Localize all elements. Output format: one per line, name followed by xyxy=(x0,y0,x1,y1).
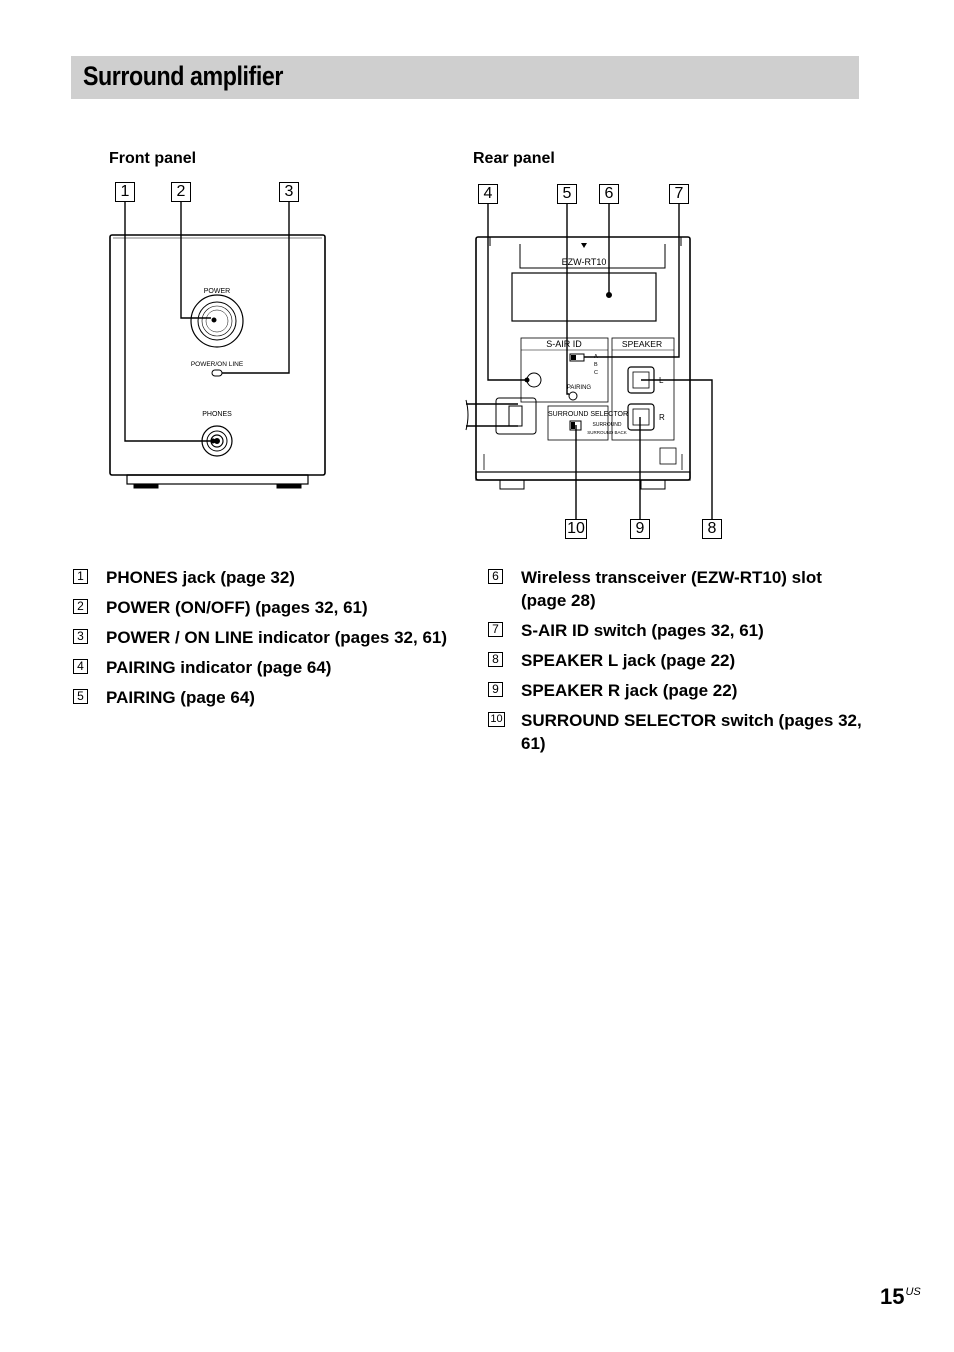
list-item: 1 PHONES jack (page 32) xyxy=(71,566,451,589)
item-number: 7 xyxy=(488,622,503,637)
jack-r-label: R xyxy=(659,413,665,422)
rear-panel-drawing xyxy=(465,204,713,519)
callout-7: 7 xyxy=(669,184,689,204)
item-number: 2 xyxy=(73,599,88,614)
callout-10: 10 xyxy=(565,519,587,539)
callout-5: 5 xyxy=(557,184,577,204)
list-item: 7 S-AIR ID switch (pages 32, 61) xyxy=(486,619,866,642)
list-item: 8 SPEAKER L jack (page 22) xyxy=(486,649,866,672)
callout-3: 3 xyxy=(279,182,299,202)
item-text: SPEAKER R jack (page 22) xyxy=(521,681,738,700)
page-title: Surround amplifier xyxy=(83,61,283,91)
front-panel-heading: Front panel xyxy=(109,150,197,167)
item-text: PHONES jack (page 32) xyxy=(106,568,295,587)
item-text: POWER / ON LINE indicator (pages 32, 61) xyxy=(106,628,448,647)
amplifier-diagram: POWER POWER/ON LINE PHONES xyxy=(109,202,713,519)
item-number: 5 xyxy=(73,689,88,704)
slot-label: EZW-RT10 xyxy=(562,257,607,267)
rear-panel-heading: Rear panel xyxy=(473,150,555,167)
power-label: POWER xyxy=(204,288,230,295)
section-title-bar: Surround amplifier xyxy=(71,56,859,99)
item-text: PAIRING (page 64) xyxy=(106,688,255,707)
item-number: 4 xyxy=(73,659,88,674)
item-number: 9 xyxy=(488,682,503,697)
callout-6: 6 xyxy=(599,184,619,204)
sair-id-label: S-AIR ID xyxy=(546,339,582,349)
list-item: 10 SURROUND SELECTOR switch (pages 32, 61… xyxy=(486,709,866,755)
callout-9: 9 xyxy=(630,519,650,539)
page-suffix: US xyxy=(905,1286,921,1298)
surround-back-label: SURROUND BACK xyxy=(587,430,627,435)
item-text: PAIRING indicator (page 64) xyxy=(106,658,332,677)
item-number: 10 xyxy=(488,712,505,727)
item-text: S-AIR ID switch (pages 32, 61) xyxy=(521,621,764,640)
item-text: Wireless transceiver (EZW-RT10) slot (pa… xyxy=(521,568,822,610)
list-item: 4 PAIRING indicator (page 64) xyxy=(71,656,451,679)
list-item: 9 SPEAKER R jack (page 22) xyxy=(486,679,866,702)
item-text: SURROUND SELECTOR switch (pages 32, 61) xyxy=(521,711,862,753)
page-number: 15US xyxy=(880,1284,921,1310)
pairing-label: PAIRING xyxy=(567,385,592,391)
item-text: SPEAKER L jack (page 22) xyxy=(521,651,736,670)
callout-2: 2 xyxy=(171,182,191,202)
item-number: 1 xyxy=(73,569,88,584)
item-number: 3 xyxy=(73,629,88,644)
component-list-right: 6 Wireless transceiver (EZW-RT10) slot (p… xyxy=(486,566,866,762)
callout-4: 4 xyxy=(478,184,498,204)
component-list-left: 1 PHONES jack (page 32) 2 POWER (ON/OFF) (… xyxy=(71,566,451,716)
speaker-label: SPEAKER xyxy=(622,339,662,349)
list-item: 3 POWER / ON LINE indicator (pages 32, 61… xyxy=(71,626,451,649)
list-item: 5 PAIRING (page 64) xyxy=(71,686,451,709)
indicator-label: POWER/ON LINE xyxy=(191,361,244,368)
item-number: 6 xyxy=(488,569,503,584)
item-text: POWER (ON/OFF) (pages 32, 61) xyxy=(106,598,368,617)
surround-selector-label: SURROUND SELECTOR xyxy=(548,411,628,418)
surround-label: SURROUND xyxy=(593,422,622,428)
callout-8: 8 xyxy=(702,519,722,539)
callout-1: 1 xyxy=(115,182,135,202)
item-number: 8 xyxy=(488,652,503,667)
switch-b-label: B xyxy=(594,362,598,368)
page-number-value: 15 xyxy=(880,1284,905,1309)
phones-label: PHONES xyxy=(202,411,232,418)
front-panel-drawing xyxy=(109,202,326,489)
switch-c-label: C xyxy=(594,370,598,376)
jack-l-label: L xyxy=(659,376,664,385)
switch-a-label: A xyxy=(594,354,598,360)
list-item: 2 POWER (ON/OFF) (pages 32, 61) xyxy=(71,596,451,619)
list-item: 6 Wireless transceiver (EZW-RT10) slot (p… xyxy=(486,566,866,612)
